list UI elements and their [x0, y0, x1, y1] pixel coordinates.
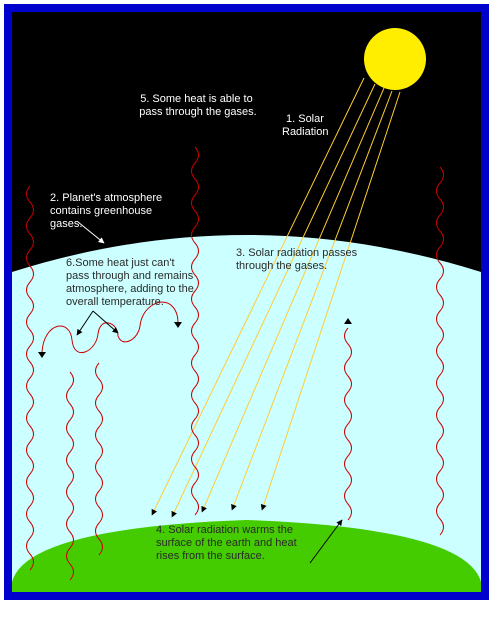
heat-wave-rising — [66, 371, 74, 581]
heat-wave-rising — [344, 327, 352, 521]
heat-arrowhead — [344, 318, 352, 324]
label-step1: 1. Solar Radiation — [282, 113, 328, 138]
heat-wave-trapped — [26, 185, 34, 571]
heat-wave-reflected — [41, 301, 179, 353]
solar-ray — [231, 90, 393, 511]
heat-waves — [26, 146, 444, 581]
heat-arrowhead — [38, 352, 46, 358]
heat-wave-escaping — [191, 146, 199, 516]
solar-ray — [151, 77, 365, 516]
pointer-arrow-atmosphere — [77, 221, 105, 244]
pointer-arrow-trapped-right — [92, 310, 119, 334]
label-step3: 3. Solar radiation passes through the ga… — [236, 247, 360, 272]
heat-wave-rising — [95, 362, 103, 556]
atmosphere — [12, 235, 481, 592]
heat-wave-escaping — [436, 166, 444, 536]
solar-ray — [260, 91, 401, 511]
pointer-arrow-surface — [309, 519, 343, 564]
solar-ray — [171, 83, 376, 518]
label-step4: 4. Solar radiation warms the surface of … — [156, 524, 300, 562]
earth-surface — [12, 520, 481, 592]
label-step5: 5. Some heat is able to pass through the… — [139, 93, 256, 118]
label-step6: 6.Some heat just can't pass through and … — [66, 257, 197, 308]
sun — [364, 28, 426, 90]
solar-ray — [201, 87, 385, 513]
solar-rays — [151, 77, 401, 518]
pointer-arrow-trapped-left — [76, 310, 94, 336]
heat-arrowhead — [174, 322, 182, 328]
label-step2: 2. Planet's atmosphere contains greenhou… — [50, 192, 165, 230]
